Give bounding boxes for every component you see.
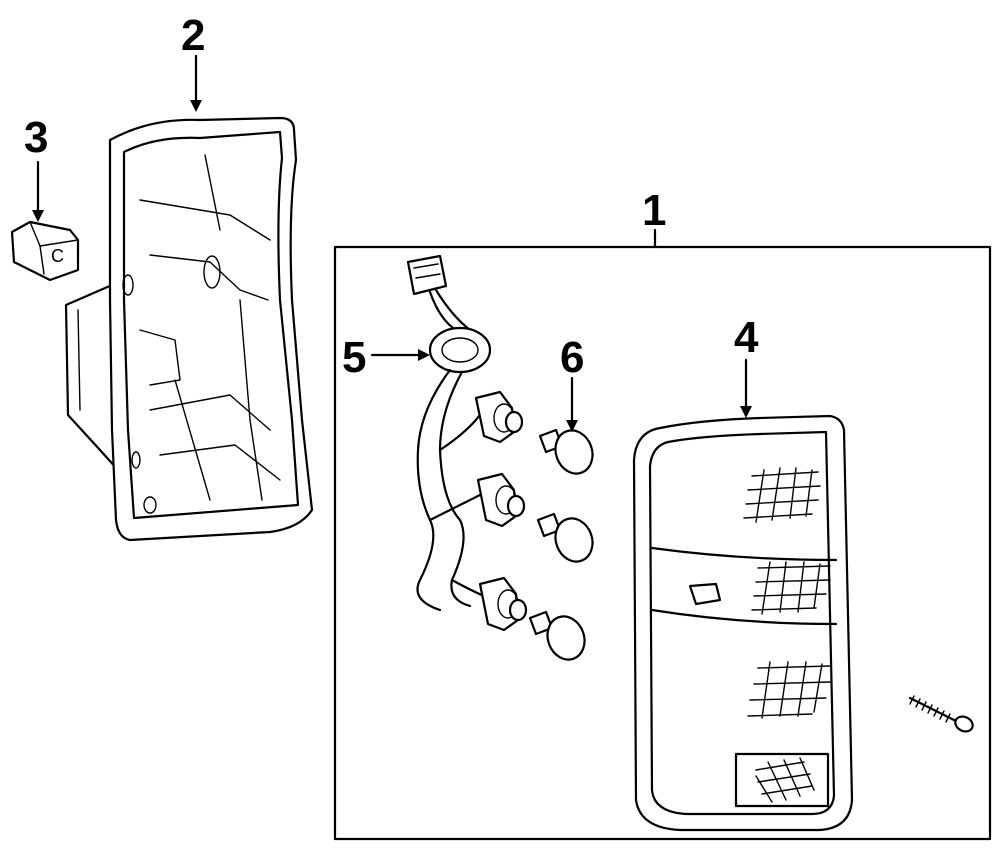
callout-3: 3 xyxy=(24,113,48,162)
socket-part: C xyxy=(10,220,80,282)
lens-grid-pattern xyxy=(747,661,831,719)
bulb xyxy=(536,512,594,563)
leader-6 xyxy=(566,376,578,432)
callout-1: 1 xyxy=(642,186,666,235)
leader-4 xyxy=(740,358,752,418)
leader-2 xyxy=(190,54,202,112)
lens-grid-pattern xyxy=(751,561,831,615)
tail-lamp-lens xyxy=(632,414,854,832)
screw xyxy=(908,695,974,733)
callout-2: 2 xyxy=(181,11,205,60)
lamp-housing xyxy=(64,116,314,542)
assembly-box xyxy=(333,245,992,841)
bulb-socket xyxy=(474,390,524,444)
callout-5: 5 xyxy=(342,333,366,382)
lens-grid-pattern xyxy=(743,467,821,523)
leader-5 xyxy=(370,349,430,361)
callout-4: 4 xyxy=(734,313,759,362)
bulb xyxy=(528,610,586,661)
bulb-socket xyxy=(478,576,528,632)
bulb-socket xyxy=(476,472,526,528)
bulb xyxy=(538,428,594,475)
leader-3 xyxy=(32,160,44,222)
wiring-harness xyxy=(406,254,492,612)
callout-6: 6 xyxy=(560,333,584,382)
lens-grid-pattern xyxy=(755,757,815,803)
socket-mark: C xyxy=(51,246,64,266)
